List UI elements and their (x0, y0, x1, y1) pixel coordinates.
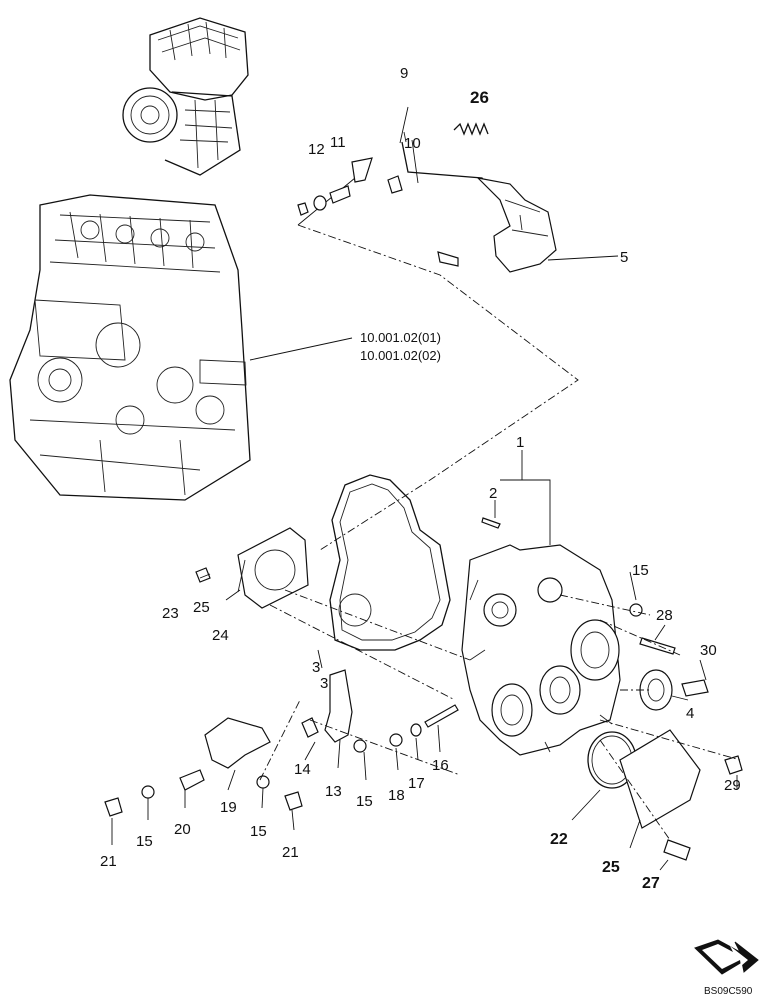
callout-23: 23 (162, 605, 179, 622)
callout-10: 10 (404, 135, 421, 152)
reference-code-2: 10.001.02(02) (360, 348, 441, 363)
right-side-parts (481, 517, 743, 861)
callout-17: 17 (408, 775, 425, 792)
callout-9: 9 (400, 65, 408, 82)
callout-12: 12 (308, 141, 325, 158)
callout-14: 14 (294, 761, 311, 778)
callout-21-left: 21 (100, 853, 117, 870)
drawing-code: BS09C590 (704, 986, 753, 997)
callout-15-lower-left: 15 (136, 833, 153, 850)
callout-21-right: 21 (282, 844, 299, 861)
callout-3-gasket: 3 (312, 659, 320, 676)
callout-11: 11 (330, 134, 346, 151)
callout-2: 2 (489, 485, 497, 502)
callout-15-top: 15 (632, 562, 649, 579)
callout-leader-lines (111, 255, 738, 871)
callout-25-bottom: 25 (602, 859, 620, 876)
callout-29: 29 (724, 777, 741, 794)
callout-15-lower-right: 15 (250, 823, 267, 840)
gear-case-cover (461, 544, 621, 756)
callout-4: 4 (686, 705, 694, 722)
engine-thumbnail-illustration (122, 17, 249, 176)
reference-code-1: 10.001.02(01) (360, 330, 441, 345)
callout-18: 18 (388, 787, 405, 804)
callout-22: 22 (550, 831, 568, 848)
callout-15-mid: 15 (356, 793, 373, 810)
governor-linkage-assembly (297, 106, 579, 551)
gear-case-gasket (329, 474, 451, 651)
callout-28: 28 (656, 607, 673, 624)
callout-16: 16 (432, 757, 449, 774)
callout-13: 13 (325, 783, 342, 800)
callout-20: 20 (174, 821, 191, 838)
callout-30: 30 (700, 642, 717, 659)
engine-block-illustration (9, 194, 251, 501)
callout-25-left: 25 (193, 599, 210, 616)
callout-27: 27 (642, 875, 660, 892)
callout-19: 19 (220, 799, 237, 816)
lower-fastener-parts (104, 589, 471, 817)
cover-plate-with-gasket (195, 527, 309, 609)
callout-3-lever: 3 (320, 675, 328, 692)
callout-5: 5 (620, 249, 628, 266)
callout-26: 26 (470, 88, 489, 107)
callout-24: 24 (212, 627, 229, 644)
callout-1: 1 (516, 434, 524, 451)
next-page-arrow-icon[interactable] (694, 939, 759, 975)
